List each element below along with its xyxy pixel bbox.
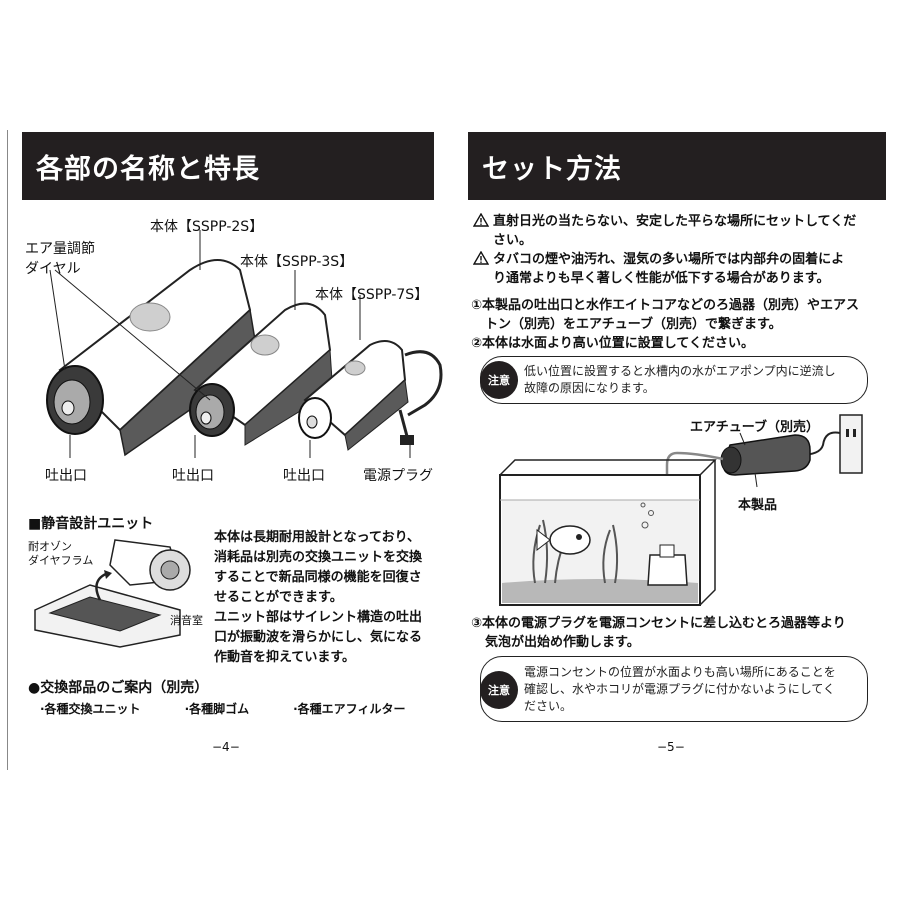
label-body-3s: 本体【SSPP-3S】 (240, 254, 354, 270)
parts-list: ·各種交換ユニット ·各種脚ゴム ·各種エアフィルター (40, 700, 405, 717)
silent-text-line: 本体は長期耐用設計となっており、 (214, 530, 421, 545)
label-body-7s: 本体【SSPP-7S】 (315, 287, 429, 303)
silent-text-line: 口が振動波を滑らかにし、気になる (214, 630, 423, 645)
silent-text-line: ユニット部はサイレント構造の吐出 (214, 610, 423, 625)
warning-text-line: タバコの煙や油汚れ、湿気の多い場所では内部弁の固着によ (493, 252, 845, 267)
label-dial-line1: エア量調節 (25, 241, 95, 257)
parts-item: ·各種脚ゴム (184, 702, 250, 716)
warning-text-line: さい。 (493, 233, 533, 248)
step-1: ①本製品の吐出口と水作エイトコアなどのろ過器（別売）やエアス トン（別売）をエア… (471, 296, 886, 334)
pump-sspp-3s (189, 302, 333, 446)
notice-badge-2: 注意 (480, 671, 518, 709)
warning-1: 直射日光の当たらない、安定した平らな場所にセットしてくだ さい。 (473, 212, 883, 250)
silent-text-line: することで新品同様の機能を回復さ (214, 570, 422, 585)
notice-2-line: 確認し、水やホコリが電源プラグに付かないようにしてく (524, 682, 836, 696)
silent-unit-title: ■静音設計ユニット (28, 516, 154, 532)
pump-illustration (46, 230, 443, 458)
notice-2-text: 電源コンセントの位置が水面よりも高い場所にあることを 確認し、水やホコリが電源プ… (524, 664, 864, 715)
label-air-tube: エアチューブ（別売） (690, 420, 819, 435)
label-body-2s: 本体【SSPP-2S】 (150, 219, 264, 235)
right-title-text: セット方法 (482, 153, 622, 185)
silent-unit-description: 本体は長期耐用設計となっており、 消耗品は別売の交換ユニットを交換 することで新… (214, 528, 444, 668)
label-product: 本製品 (738, 498, 778, 513)
label-diaphragm-line2: ダイヤフラム (28, 554, 94, 567)
label-power-plug: 電源プラグ (363, 468, 433, 484)
step-1-line: トン（別売）をエアチューブ（別売）で繋ぎます。 (485, 317, 782, 332)
label-outlet-2: 吐出口 (172, 468, 214, 484)
step-3-line: ③本体の電源プラグを電源コンセントに差し込むとろ過器等より (471, 616, 846, 631)
silent-text-line: 作動音を抑えています。 (214, 650, 356, 665)
warning-2: タバコの煙や油汚れ、湿気の多い場所では内部弁の固着によ り通常よりも早く著しく性… (473, 250, 883, 288)
notice-1-line: 故障の原因になります。 (524, 381, 655, 395)
notice-2-line: ださい。 (524, 699, 573, 713)
silent-unit-illustration (34, 539, 191, 648)
notice-1-text: 低い位置に設置すると水槽内の水がエアポンプ内に逆流し 故障の原因になります。 (524, 363, 864, 397)
left-edge-divider (7, 130, 8, 770)
warning-text-line: 直射日光の当たらない、安定した平らな場所にセットしてくだ (493, 214, 857, 229)
step-3-line: 気泡が出始め作動します。 (485, 635, 640, 650)
pump-sspp-7s (298, 340, 443, 451)
warning-text-line: り通常よりも早く著しく性能が低下する場合があります。 (493, 271, 830, 286)
step-1-line: ①本製品の吐出口と水作エイトコアなどのろ過器（別売）やエアス (471, 298, 860, 313)
warning-icon (473, 251, 489, 265)
left-page-title: 各部の名称と特長 (22, 132, 434, 200)
parts-item: ·各種交換ユニット (40, 702, 141, 716)
step-3: ③本体の電源プラグを電源コンセントに差し込むとろ過器等より 気泡が出始め作動しま… (471, 614, 886, 652)
notice-badge-1: 注意 (480, 361, 518, 399)
label-diaphragm-line1: 耐オゾン (28, 540, 72, 553)
right-page-title: セット方法 (468, 132, 886, 200)
step-2: ②本体は水面より高い位置に設置してください。 (471, 336, 754, 351)
parts-item: ·各種エアフィルター (293, 702, 406, 716)
parts-title: ●交換部品のご案内（別売） (28, 680, 209, 696)
label-dial-line2: ダイヤル (25, 261, 81, 277)
left-title-text: 各部の名称と特長 (36, 153, 260, 185)
setup-diagram (499, 414, 863, 606)
wall-outlet (839, 414, 863, 474)
notice-2-line: 電源コンセントの位置が水面よりも高い場所にあることを (524, 665, 836, 679)
warning-icon (473, 213, 489, 227)
notice-1-line: 低い位置に設置すると水槽内の水がエアポンプ内に逆流し (524, 364, 836, 378)
silent-text-line: せることができます。 (214, 590, 343, 605)
pump-sspp-2s (46, 259, 257, 457)
label-outlet-1: 吐出口 (45, 468, 87, 484)
left-page-number: −4− (212, 740, 240, 754)
right-page-number: −5− (657, 740, 685, 754)
label-outlet-3: 吐出口 (283, 468, 325, 484)
silent-text-line: 消耗品は別売の交換ユニットを交換 (214, 550, 423, 565)
label-silencer-chamber: 消音室 (170, 614, 203, 627)
